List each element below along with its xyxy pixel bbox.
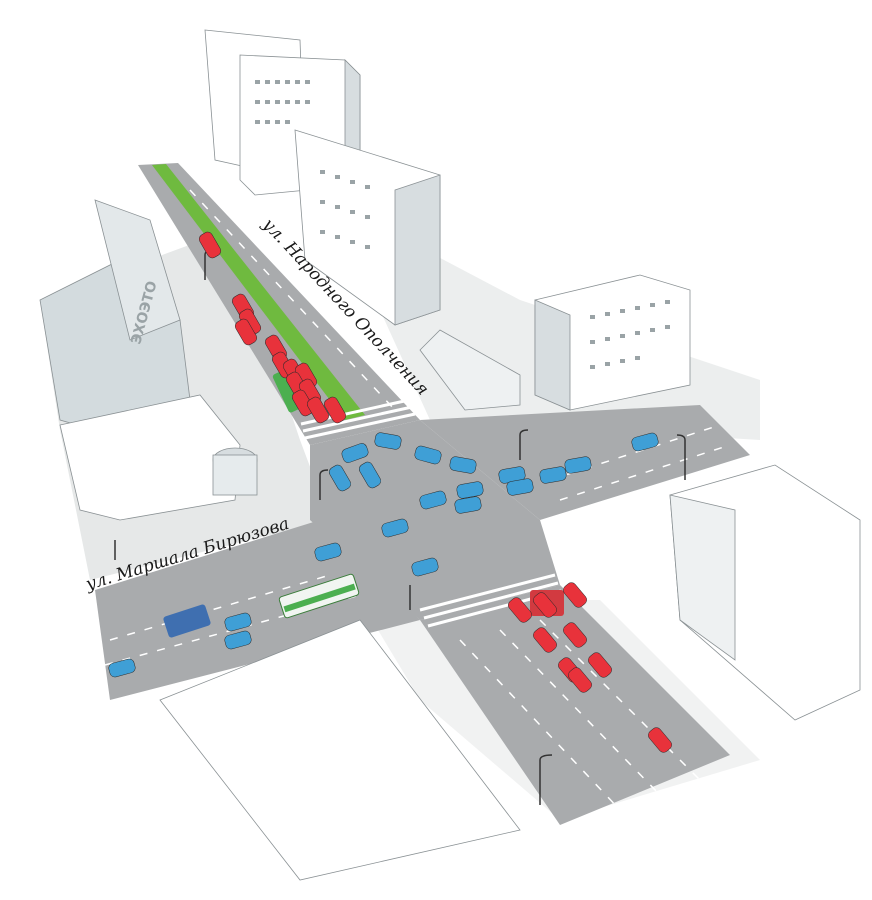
rotunda-body xyxy=(212,454,258,496)
buildings xyxy=(39,29,861,881)
car-blue xyxy=(539,466,567,484)
car-red xyxy=(533,627,557,653)
car-blue xyxy=(314,542,342,562)
lamp-post xyxy=(539,754,553,805)
car-blue xyxy=(411,557,439,577)
building-small-east xyxy=(419,329,521,411)
car-red xyxy=(563,622,587,648)
car-blue xyxy=(564,456,592,474)
car-red xyxy=(199,231,221,259)
car-blue xyxy=(456,481,484,499)
car-blue xyxy=(224,612,252,632)
car-red xyxy=(235,318,257,346)
lamp-post xyxy=(676,434,686,480)
car-blue xyxy=(224,630,252,650)
car-blue xyxy=(108,658,136,678)
car-blue xyxy=(454,496,482,514)
car-blue xyxy=(359,461,381,489)
car-blue xyxy=(329,464,351,492)
road-south xyxy=(420,585,730,825)
car-blue xyxy=(374,432,402,450)
window-grids xyxy=(255,80,670,369)
car-red xyxy=(588,652,612,678)
building-tower-3-side xyxy=(394,174,441,326)
car-blue xyxy=(419,490,447,510)
dedicated-lane xyxy=(152,164,365,420)
car-blue xyxy=(631,432,659,452)
car-blue xyxy=(341,443,369,463)
car-red xyxy=(292,389,314,417)
bus-west xyxy=(278,573,360,619)
car-red xyxy=(307,396,329,424)
building-west-billboard xyxy=(94,199,181,341)
building-west-lower xyxy=(59,394,241,521)
red-cars xyxy=(199,231,672,753)
car-blue xyxy=(449,456,477,474)
road-west xyxy=(95,520,420,700)
car-blue xyxy=(381,518,409,538)
van-blue xyxy=(163,604,211,638)
lamp-post xyxy=(519,429,529,460)
car-red xyxy=(508,597,532,623)
car-blue xyxy=(506,478,534,496)
car-blue xyxy=(414,445,442,465)
building-south-roof xyxy=(159,619,521,881)
car-red xyxy=(648,727,672,753)
car-red xyxy=(533,592,557,618)
building-tower-4-side xyxy=(534,299,571,411)
building-east-lower-side xyxy=(669,494,736,661)
blue-cars xyxy=(108,432,659,678)
lamp-post xyxy=(319,469,329,500)
car-red xyxy=(324,396,346,424)
car-red xyxy=(568,667,592,693)
car-red xyxy=(563,582,587,608)
